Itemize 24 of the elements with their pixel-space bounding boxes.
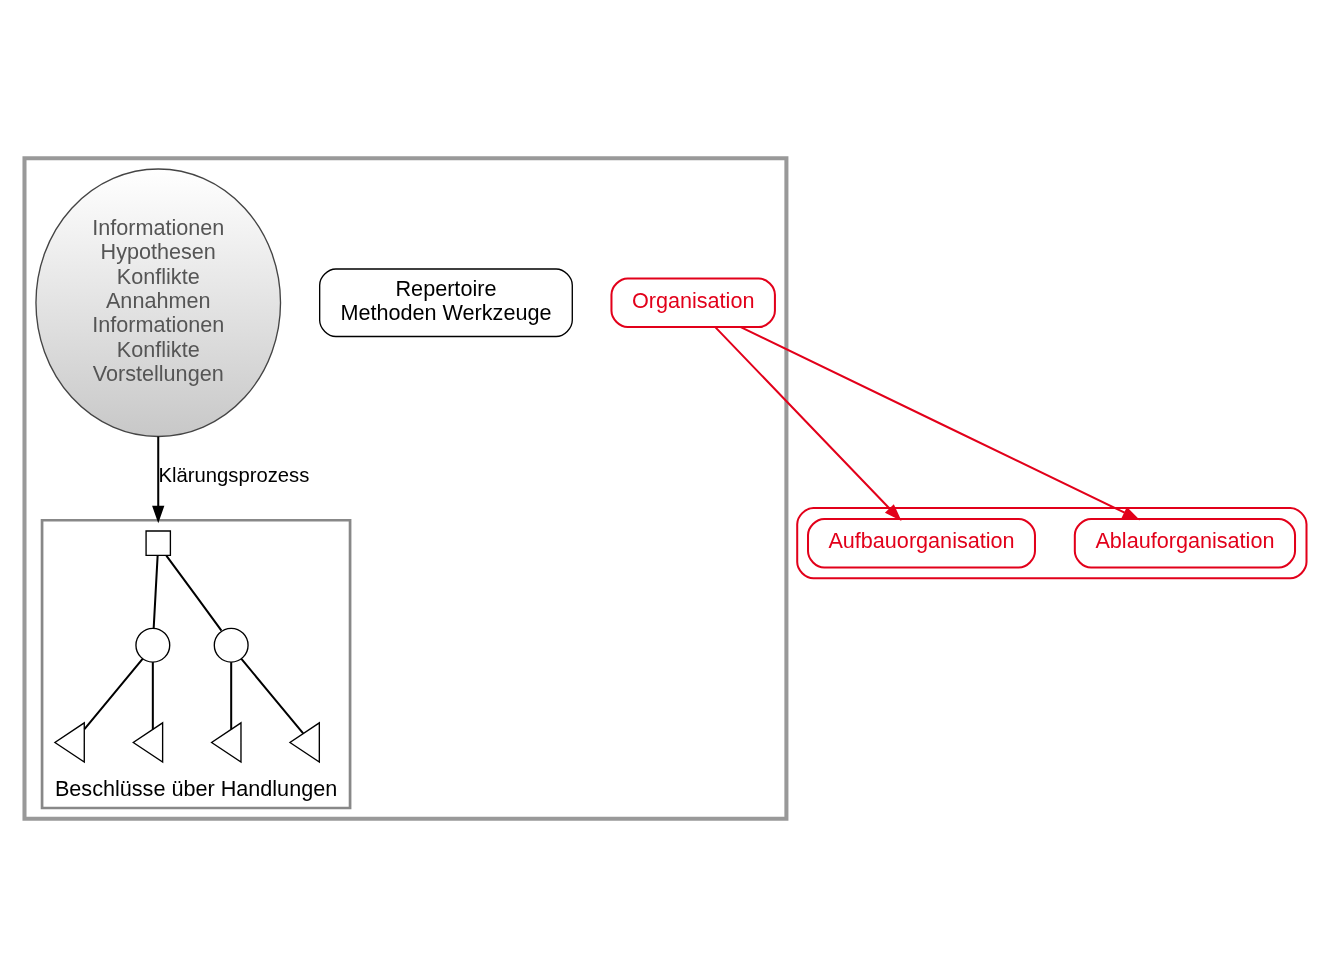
node-box: Aufbauorganisation bbox=[807, 517, 1036, 569]
connector bbox=[240, 658, 304, 735]
node-circle bbox=[213, 627, 249, 663]
node-triangle bbox=[210, 721, 242, 764]
node-box: Repertoire Methoden Werkzeuge bbox=[319, 268, 573, 338]
node-box bbox=[145, 530, 172, 557]
arrow bbox=[152, 436, 165, 524]
node-circle: Informationen Hypothesen Konflikte Annahmen Informationen Konflikte Vorstellungen bbox=[35, 168, 282, 438]
connector bbox=[152, 555, 159, 629]
node-triangle bbox=[53, 721, 85, 764]
arrow bbox=[740, 326, 1141, 521]
node-circle bbox=[135, 627, 171, 663]
edge-label: Klärungsprozess bbox=[158, 464, 310, 487]
connector bbox=[151, 662, 154, 730]
node-box: Organisation bbox=[610, 277, 776, 329]
connector bbox=[230, 662, 233, 730]
arrow bbox=[714, 326, 902, 522]
node-box: Ablauforganisation bbox=[1073, 517, 1297, 569]
node-triangle bbox=[132, 721, 164, 764]
connector bbox=[165, 554, 223, 632]
cluster bbox=[22, 156, 789, 821]
connector bbox=[83, 658, 144, 730]
cluster: Beschlüsse über Handlungen bbox=[40, 518, 352, 810]
node-triangle bbox=[288, 721, 320, 764]
